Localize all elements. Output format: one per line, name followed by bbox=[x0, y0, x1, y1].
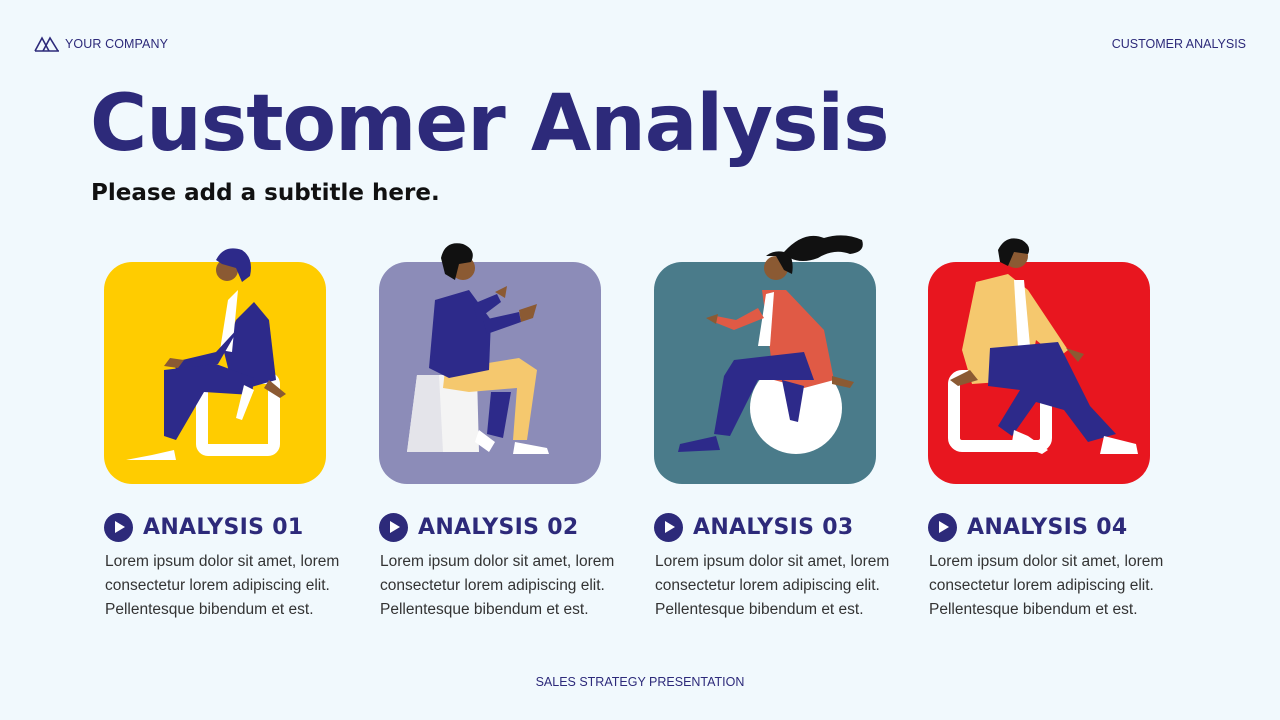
card-description: Lorem ipsum dolor sit amet, lorem consec… bbox=[929, 553, 1164, 618]
play-icon[interactable] bbox=[654, 513, 683, 542]
person-sitting-on-frame-illustration bbox=[948, 238, 1138, 454]
play-icon[interactable] bbox=[104, 513, 133, 542]
person-sitting-on-ball-illustration bbox=[678, 235, 863, 454]
card-title: ANALYSIS 04 bbox=[967, 515, 1128, 540]
card-heading: ANALYSIS 04 bbox=[928, 513, 1127, 542]
play-icon[interactable] bbox=[928, 513, 957, 542]
play-icon[interactable] bbox=[379, 513, 408, 542]
card-heading: ANALYSIS 03 bbox=[654, 513, 853, 542]
analysis-card-1: ANALYSIS 01 Lorem ipsum dolor sit amet, … bbox=[104, 230, 344, 630]
analysis-card-4: ANALYSIS 04 Lorem ipsum dolor sit amet, … bbox=[928, 230, 1168, 630]
person-sitting-on-box-illustration bbox=[126, 248, 286, 460]
card-heading: ANALYSIS 02 bbox=[379, 513, 578, 542]
footer-label: SALES STRATEGY PRESENTATION bbox=[535, 675, 745, 689]
company-logo: YOUR COMPANY bbox=[34, 36, 168, 52]
page-title: Customer Analysis bbox=[90, 79, 890, 169]
company-name: YOUR COMPANY bbox=[65, 37, 169, 51]
card-description: Lorem ipsum dolor sit amet, lorem consec… bbox=[105, 553, 340, 618]
card-heading: ANALYSIS 01 bbox=[104, 513, 303, 542]
card-description: Lorem ipsum dolor sit amet, lorem consec… bbox=[655, 553, 890, 618]
analysis-card-3: ANALYSIS 03 Lorem ipsum dolor sit amet, … bbox=[654, 230, 894, 630]
card-description: Lorem ipsum dolor sit amet, lorem consec… bbox=[380, 553, 615, 618]
section-label: CUSTOMER ANALYSIS bbox=[1111, 37, 1246, 51]
card-title: ANALYSIS 03 bbox=[693, 515, 854, 540]
page-subtitle: Please add a subtitle here. bbox=[91, 180, 440, 206]
analysis-card-2: ANALYSIS 02 Lorem ipsum dolor sit amet, … bbox=[379, 230, 619, 630]
card-title: ANALYSIS 02 bbox=[418, 515, 579, 540]
person-sitting-on-stool-illustration bbox=[407, 243, 549, 454]
card-title: ANALYSIS 01 bbox=[143, 515, 304, 540]
mountain-logo-icon bbox=[34, 36, 59, 52]
